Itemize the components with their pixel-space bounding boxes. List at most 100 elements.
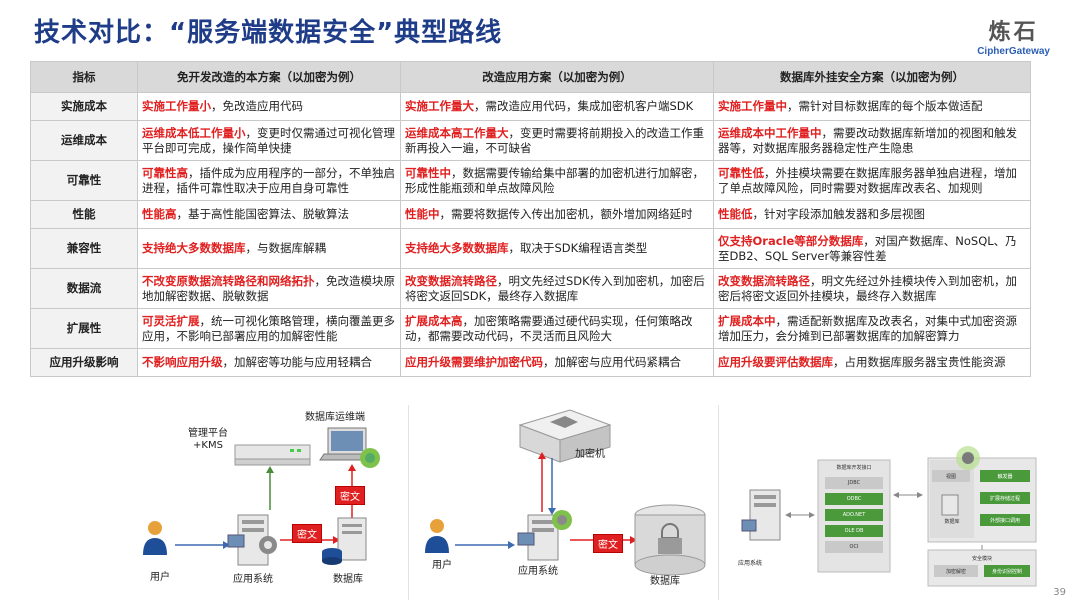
company-logo: 炼石 CipherGateway bbox=[977, 14, 1050, 57]
label-dev-interface: 数据库开发接口 bbox=[836, 465, 872, 471]
cell-text: ，需改造应用代码，集成加密机客户端SDK bbox=[474, 99, 694, 113]
cell-highlight: 仅支持Oracle等部分数据库 bbox=[718, 233, 864, 248]
app-server-icon bbox=[741, 489, 781, 541]
user-icon bbox=[143, 521, 167, 555]
header-our-solution: 免开发改造的本方案（以加密为例） bbox=[137, 61, 401, 93]
diagram-divider-1 bbox=[408, 405, 409, 600]
cell-highlight: 不改变原数据流转路径和网络拓扑 bbox=[142, 273, 315, 288]
hsm-device-icon bbox=[518, 409, 612, 463]
cell-text: ，需要将数据传入传出加密机，额外增加网络延时 bbox=[439, 207, 693, 221]
cell-text: ，基于高性能国密算法、脱敏算法 bbox=[176, 207, 350, 221]
row-label: 实施成本 bbox=[30, 92, 138, 121]
label-ext-iface: 外部接口调用 bbox=[989, 518, 1020, 524]
cell-highlight: 可靠性低 bbox=[718, 165, 764, 180]
table-row: 兼容性支持绝大多数数据库，与数据库解耦支持绝大多数数据库，取决于SDK编程语言类… bbox=[30, 228, 1031, 269]
cell-highlight: 实施工作量大 bbox=[405, 99, 474, 113]
table-cell-c3: 性能低，针对字段添加触发器和多层视图 bbox=[713, 200, 1031, 229]
row-label: 数据流 bbox=[30, 268, 138, 309]
header-db-plugin: 数据库外挂安全方案（以加密为例） bbox=[713, 61, 1031, 93]
tag-ciphertext-horizontal: 密文 bbox=[292, 524, 322, 543]
row-label: 运维成本 bbox=[30, 120, 138, 161]
label-ext-proc: 扩展存储过程 bbox=[989, 496, 1020, 502]
label-app-system: 应用系统 bbox=[518, 566, 558, 577]
row-label: 性能 bbox=[30, 200, 138, 229]
cell-highlight: 改变数据流转路径 bbox=[718, 273, 810, 288]
cell-text: ，明文先经过外挂模块传入到加密机，加密后将密文返回外挂模块，最终存入数据库 bbox=[718, 273, 1017, 303]
table-row: 运维成本运维成本低工作量小，变更时仅需通过可视化管理平台即可完成，操作简单快捷运… bbox=[30, 120, 1031, 161]
cell-text: ，占用数据库服务器宝贵性能资源 bbox=[833, 355, 1006, 369]
cell-highlight: 实施工作量中 bbox=[718, 99, 787, 113]
cell-text: ，需要改动数据库新增加的视图和触发器等，对数据库服务器稳定性产生隐患 bbox=[718, 125, 1017, 155]
table-row: 性能性能高，基于高性能国密算法、脱敏算法性能中，需要将数据传入传出加密机，额外增… bbox=[30, 200, 1031, 229]
table-cell-c1: 可靠性高，插件成为应用程序的一部分，不单独启进程，插件可靠性取决于应用自身可靠性 bbox=[137, 160, 401, 201]
cell-highlight: 实施工作量小 bbox=[142, 99, 211, 113]
diagram-our-solution: 管理平台 +KMS 数据库运维端 密文 密文 用户 应用系统 数据库 bbox=[140, 400, 410, 600]
logo-sub-text: CipherGateway bbox=[977, 46, 1050, 57]
table-row: 应用升级影响不影响应用升级，加解密等功能与应用轻耦合应用升级需要维护加密代码，加… bbox=[30, 348, 1031, 377]
table-cell-c3: 应用升级要评估数据库，占用数据库服务器宝贵性能资源 bbox=[713, 348, 1031, 377]
cell-text: ，对国产数据库、NoSQL、乃至DB2、SQL Server等兼容性差 bbox=[718, 233, 1017, 263]
cell-highlight: 应用升级需要维护加密代码 bbox=[405, 355, 543, 369]
table-row: 可靠性可靠性高，插件成为应用程序的一部分，不单独启进程，插件可靠性取决于应用自身… bbox=[30, 160, 1031, 201]
interface-item: OLE DB bbox=[844, 528, 864, 534]
table-row: 数据流不改变原数据流转路径和网络拓扑，免改造模块原地加解密数据、脱敏数据 改变数据… bbox=[30, 268, 1031, 309]
cell-highlight: 性能中 bbox=[405, 207, 440, 221]
comparison-table: 指标 免开发改造的本方案（以加密为例） 改造应用方案（以加密为例） 数据库外挂安… bbox=[30, 61, 1031, 377]
cell-highlight: 运维成本低工作量小 bbox=[142, 125, 246, 140]
diagram1-svg bbox=[143, 427, 380, 566]
label-database: 数据库 bbox=[333, 574, 363, 585]
diagram2-svg bbox=[425, 409, 706, 576]
table-cell-c3: 实施工作量中，需针对目标数据库的每个版本做适配 bbox=[713, 92, 1031, 121]
cell-text: ，变更时仅需通过可视化管理平台即可完成，操作简单快捷 bbox=[142, 125, 395, 155]
label-app-system: 应用系统 bbox=[738, 560, 763, 567]
database-cylinder-icon bbox=[634, 504, 706, 576]
cell-highlight: 支持绝大多数数据库 bbox=[405, 241, 509, 255]
label-hsm: 加密机 bbox=[575, 449, 605, 460]
table-row: 实施成本实施工作量小，免改造应用代码实施工作量大，需改造应用代码，集成加密机客户… bbox=[30, 92, 1031, 121]
table-cell-c1: 不改变原数据流转路径和网络拓扑，免改造模块原地加解密数据、脱敏数据 bbox=[137, 268, 401, 309]
page-number: 39 bbox=[1053, 587, 1066, 598]
cell-text: ，需适配新数据库及改表名，对集中式加密资源增加压力，会分摊到已部署数据库的加解密… bbox=[718, 313, 1017, 343]
table-cell-c2: 扩展成本高，加密策略需要通过硬代码实现，任何策略改动，都需要改动代码，不灵活而且… bbox=[400, 308, 714, 349]
db-server-icon bbox=[322, 517, 367, 565]
label-database: 数据库 bbox=[650, 576, 680, 587]
label-encdec: 加密解密 bbox=[945, 569, 966, 575]
table-cell-c1: 性能高，基于高性能国密算法、脱敏算法 bbox=[137, 200, 401, 229]
cell-text: ，加密策略需要通过硬代码实现，任何策略改动，都需要改动代码，不灵活而且风险大 bbox=[405, 313, 693, 343]
cell-text: ，取决于SDK编程语言类型 bbox=[508, 241, 648, 255]
table-cell-c1: 可灵活扩展，统一可视化策略管理，横向覆盖更多应用，不影响已部署应用的加解密性能 bbox=[137, 308, 401, 349]
table-cell-c1: 支持绝大多数数据库，与数据库解耦 bbox=[137, 228, 401, 269]
diagram-app-modification: 加密机 密文 用户 应用系统 数据库 bbox=[410, 400, 720, 600]
label-mgmt-platform: 管理平台 +KMS bbox=[188, 428, 228, 451]
diagram3-svg bbox=[741, 446, 1037, 587]
logo-main-text: 炼石 bbox=[988, 20, 1039, 45]
cell-text: ，加解密与应用代码紧耦合 bbox=[543, 355, 681, 369]
label-view: 视图 bbox=[945, 474, 956, 480]
table-cell-c1: 运维成本低工作量小，变更时仅需通过可视化管理平台即可完成，操作简单快捷 bbox=[137, 120, 401, 161]
diagram-divider-2 bbox=[718, 405, 719, 600]
row-label: 可靠性 bbox=[30, 160, 138, 201]
table-cell-c2: 性能中，需要将数据传入传出加密机，额外增加网络延时 bbox=[400, 200, 714, 229]
page-title: 技术对比：“服务端数据安全”典型路线 bbox=[34, 18, 503, 48]
cell-highlight: 不影响应用升级 bbox=[142, 355, 223, 369]
label-user: 用户 bbox=[432, 560, 452, 571]
cell-text: ，免改造模块原地加解密数据、脱敏数据 bbox=[142, 273, 395, 303]
cell-highlight: 性能高 bbox=[142, 207, 177, 221]
cell-highlight: 运维成本高工作量大 bbox=[405, 125, 509, 140]
table-cell-c3: 仅支持Oracle等部分数据库，对国产数据库、NoSQL、乃至DB2、SQL S… bbox=[713, 228, 1031, 269]
cell-highlight: 性能低 bbox=[718, 207, 753, 221]
interface-item: ADO.NET bbox=[842, 512, 866, 518]
tag-ciphertext-vertical: 密文 bbox=[335, 486, 365, 505]
cell-highlight: 扩展成本中 bbox=[718, 313, 776, 328]
app-server-icon bbox=[227, 514, 277, 566]
cell-text: ，外挂模块需要在数据库服务器单独启进程，增加了单点故障风险，同时需要对数据库改表… bbox=[718, 165, 1017, 195]
cell-highlight: 可灵活扩展 bbox=[142, 313, 200, 328]
tag-ciphertext: 密文 bbox=[593, 534, 623, 553]
label-plugin: 身份识别控制 bbox=[991, 569, 1022, 575]
cell-text: ，针对字段添加触发器和多层视图 bbox=[752, 207, 926, 221]
app-server-icon bbox=[517, 510, 572, 561]
label-db-ops: 数据库运维端 bbox=[305, 412, 365, 423]
table-row: 扩展性可灵活扩展，统一可视化策略管理，横向覆盖更多应用，不影响已部署应用的加解密… bbox=[30, 308, 1031, 349]
label-user: 用户 bbox=[150, 572, 170, 583]
